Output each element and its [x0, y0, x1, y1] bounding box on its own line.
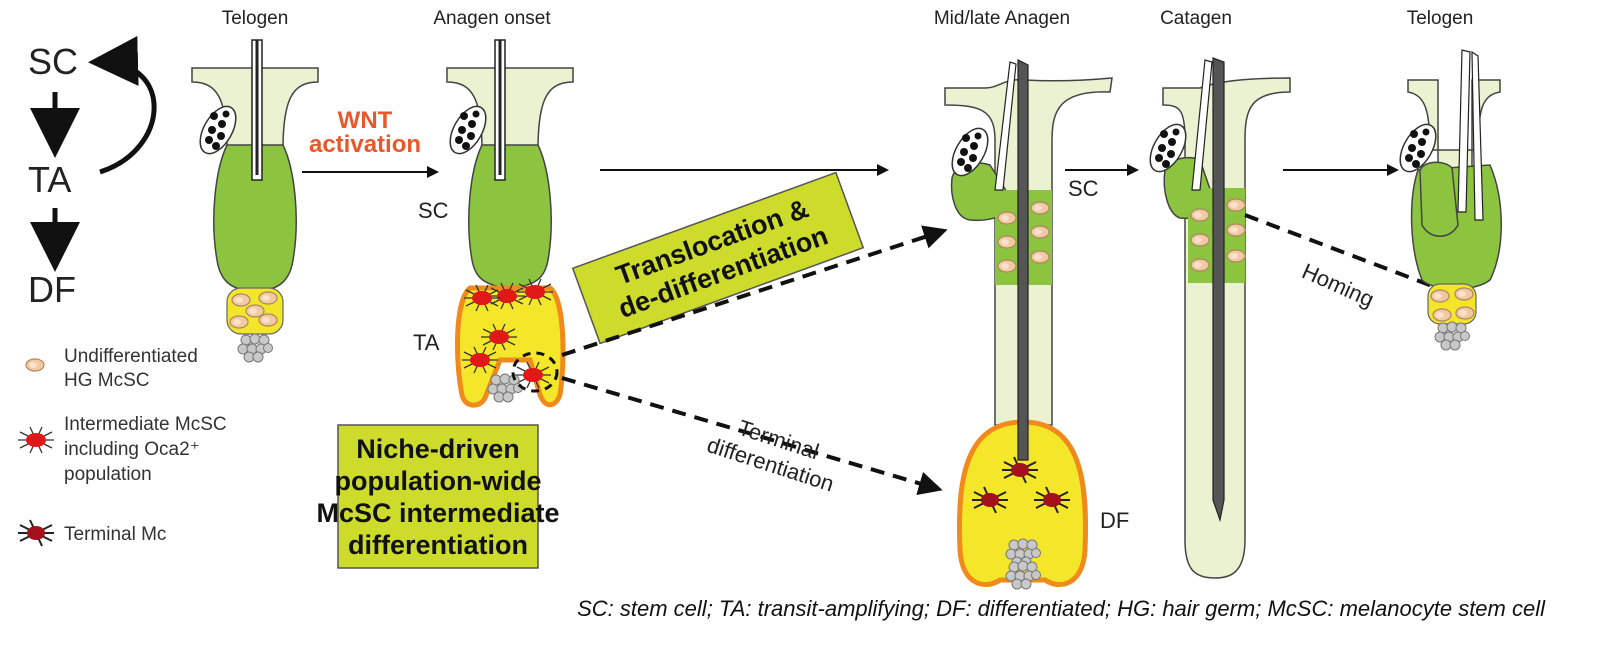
terminal-differentiation-arrow-icon: [561, 376, 943, 495]
follicle-mid-late-anagen: [944, 59, 1113, 590]
undifferentiated-cell-icon: [25, 358, 45, 372]
legend-label: Terminal Mc: [64, 524, 166, 545]
label-ta: TA: [413, 330, 440, 355]
box-text: McSC intermediate: [316, 498, 559, 528]
wnt-label: WNT: [338, 107, 393, 134]
label-df: DF: [1100, 508, 1129, 533]
stage-title-mid-late-anagen: Mid/late Anagen: [934, 8, 1070, 29]
translocation-arrow-icon: [561, 225, 948, 357]
label-sc: SC: [1068, 176, 1099, 201]
label-homing: Homing: [1298, 258, 1377, 312]
label-sc: SC: [418, 198, 449, 223]
legend-label: Undifferentiated: [64, 346, 198, 367]
hierarchy: SC TA DF: [28, 36, 157, 310]
follicle-telogen: [191, 39, 319, 363]
hierarchy-df: DF: [28, 269, 76, 310]
box-text: population-wide: [335, 466, 542, 496]
hierarchy-ta: TA: [28, 159, 71, 200]
follicle-catagen: [1142, 57, 1291, 579]
box-text: differentiation: [348, 530, 528, 560]
wnt-label: activation: [309, 131, 421, 158]
niche-box: Niche-driven population-wide McSC interm…: [316, 424, 560, 569]
terminal-cell-icon: [17, 519, 55, 547]
homing-arrow-icon: [1244, 213, 1456, 298]
legend: Undifferentiated HG McSC Intermediate Mc…: [17, 346, 227, 547]
self-renewal-arrow-icon: [88, 36, 157, 175]
stage-title-telogen: Telogen: [222, 8, 289, 29]
legend-label: HG McSC: [64, 370, 150, 391]
box-text: Niche-driven: [356, 434, 520, 464]
legend-label: population: [64, 464, 152, 485]
follicle-telogen-2: [1392, 49, 1502, 351]
follicle-anagen-onset: [442, 39, 574, 408]
terminal-differentiation-label: Terminal differentiation: [704, 415, 837, 497]
translocation-box: Translocation & de-differentiation: [571, 171, 865, 345]
legend-label: Intermediate McSC: [64, 414, 227, 435]
caption: SC: stem cell; TA: transit-amplifying; D…: [577, 596, 1546, 621]
intermediate-cell-icon: [17, 426, 55, 454]
highlight-circle: [511, 351, 559, 393]
hierarchy-sc: SC: [28, 41, 78, 82]
stage-title-telogen-2: Telogen: [1407, 8, 1474, 29]
stage-title-anagen-onset: Anagen onset: [433, 8, 551, 29]
legend-label: including Oca2⁺: [64, 439, 200, 460]
stage-title-catagen: Catagen: [1160, 8, 1232, 29]
